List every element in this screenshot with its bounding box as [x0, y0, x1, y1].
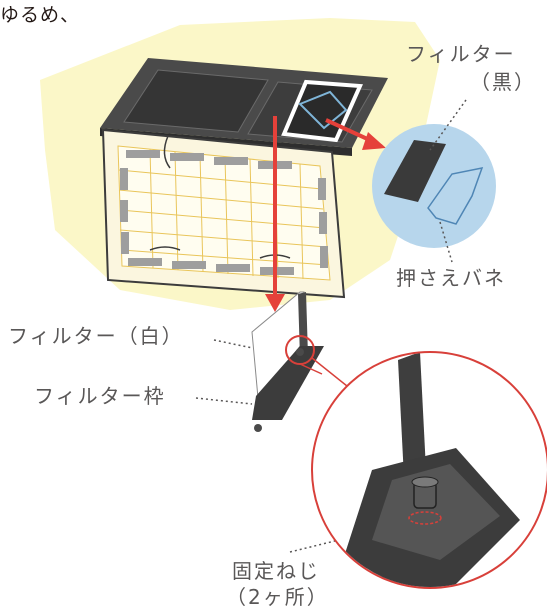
zoom-callout — [311, 351, 547, 589]
arrow-down — [265, 116, 285, 312]
filter-white-label: フィルター（白） — [8, 324, 184, 348]
filter-frame-label: フィルター枠 — [34, 384, 166, 408]
spring-shape — [427, 167, 484, 225]
filter-white-panel — [101, 128, 346, 299]
instruction-text: ゆるめ、 — [0, 4, 81, 26]
fixing-screw-label: 固定ねじ — [232, 559, 320, 583]
filter-black-label: フィルター — [406, 42, 516, 66]
arrow-right — [325, 118, 386, 150]
fixing-screw-count-label: （2ヶ所） — [226, 585, 329, 609]
filter-black-label-sub: （黒） — [470, 70, 536, 94]
spring-label: 押さえバネ — [396, 266, 506, 290]
filter-frame — [251, 291, 324, 432]
black-filter-detail — [372, 124, 496, 248]
